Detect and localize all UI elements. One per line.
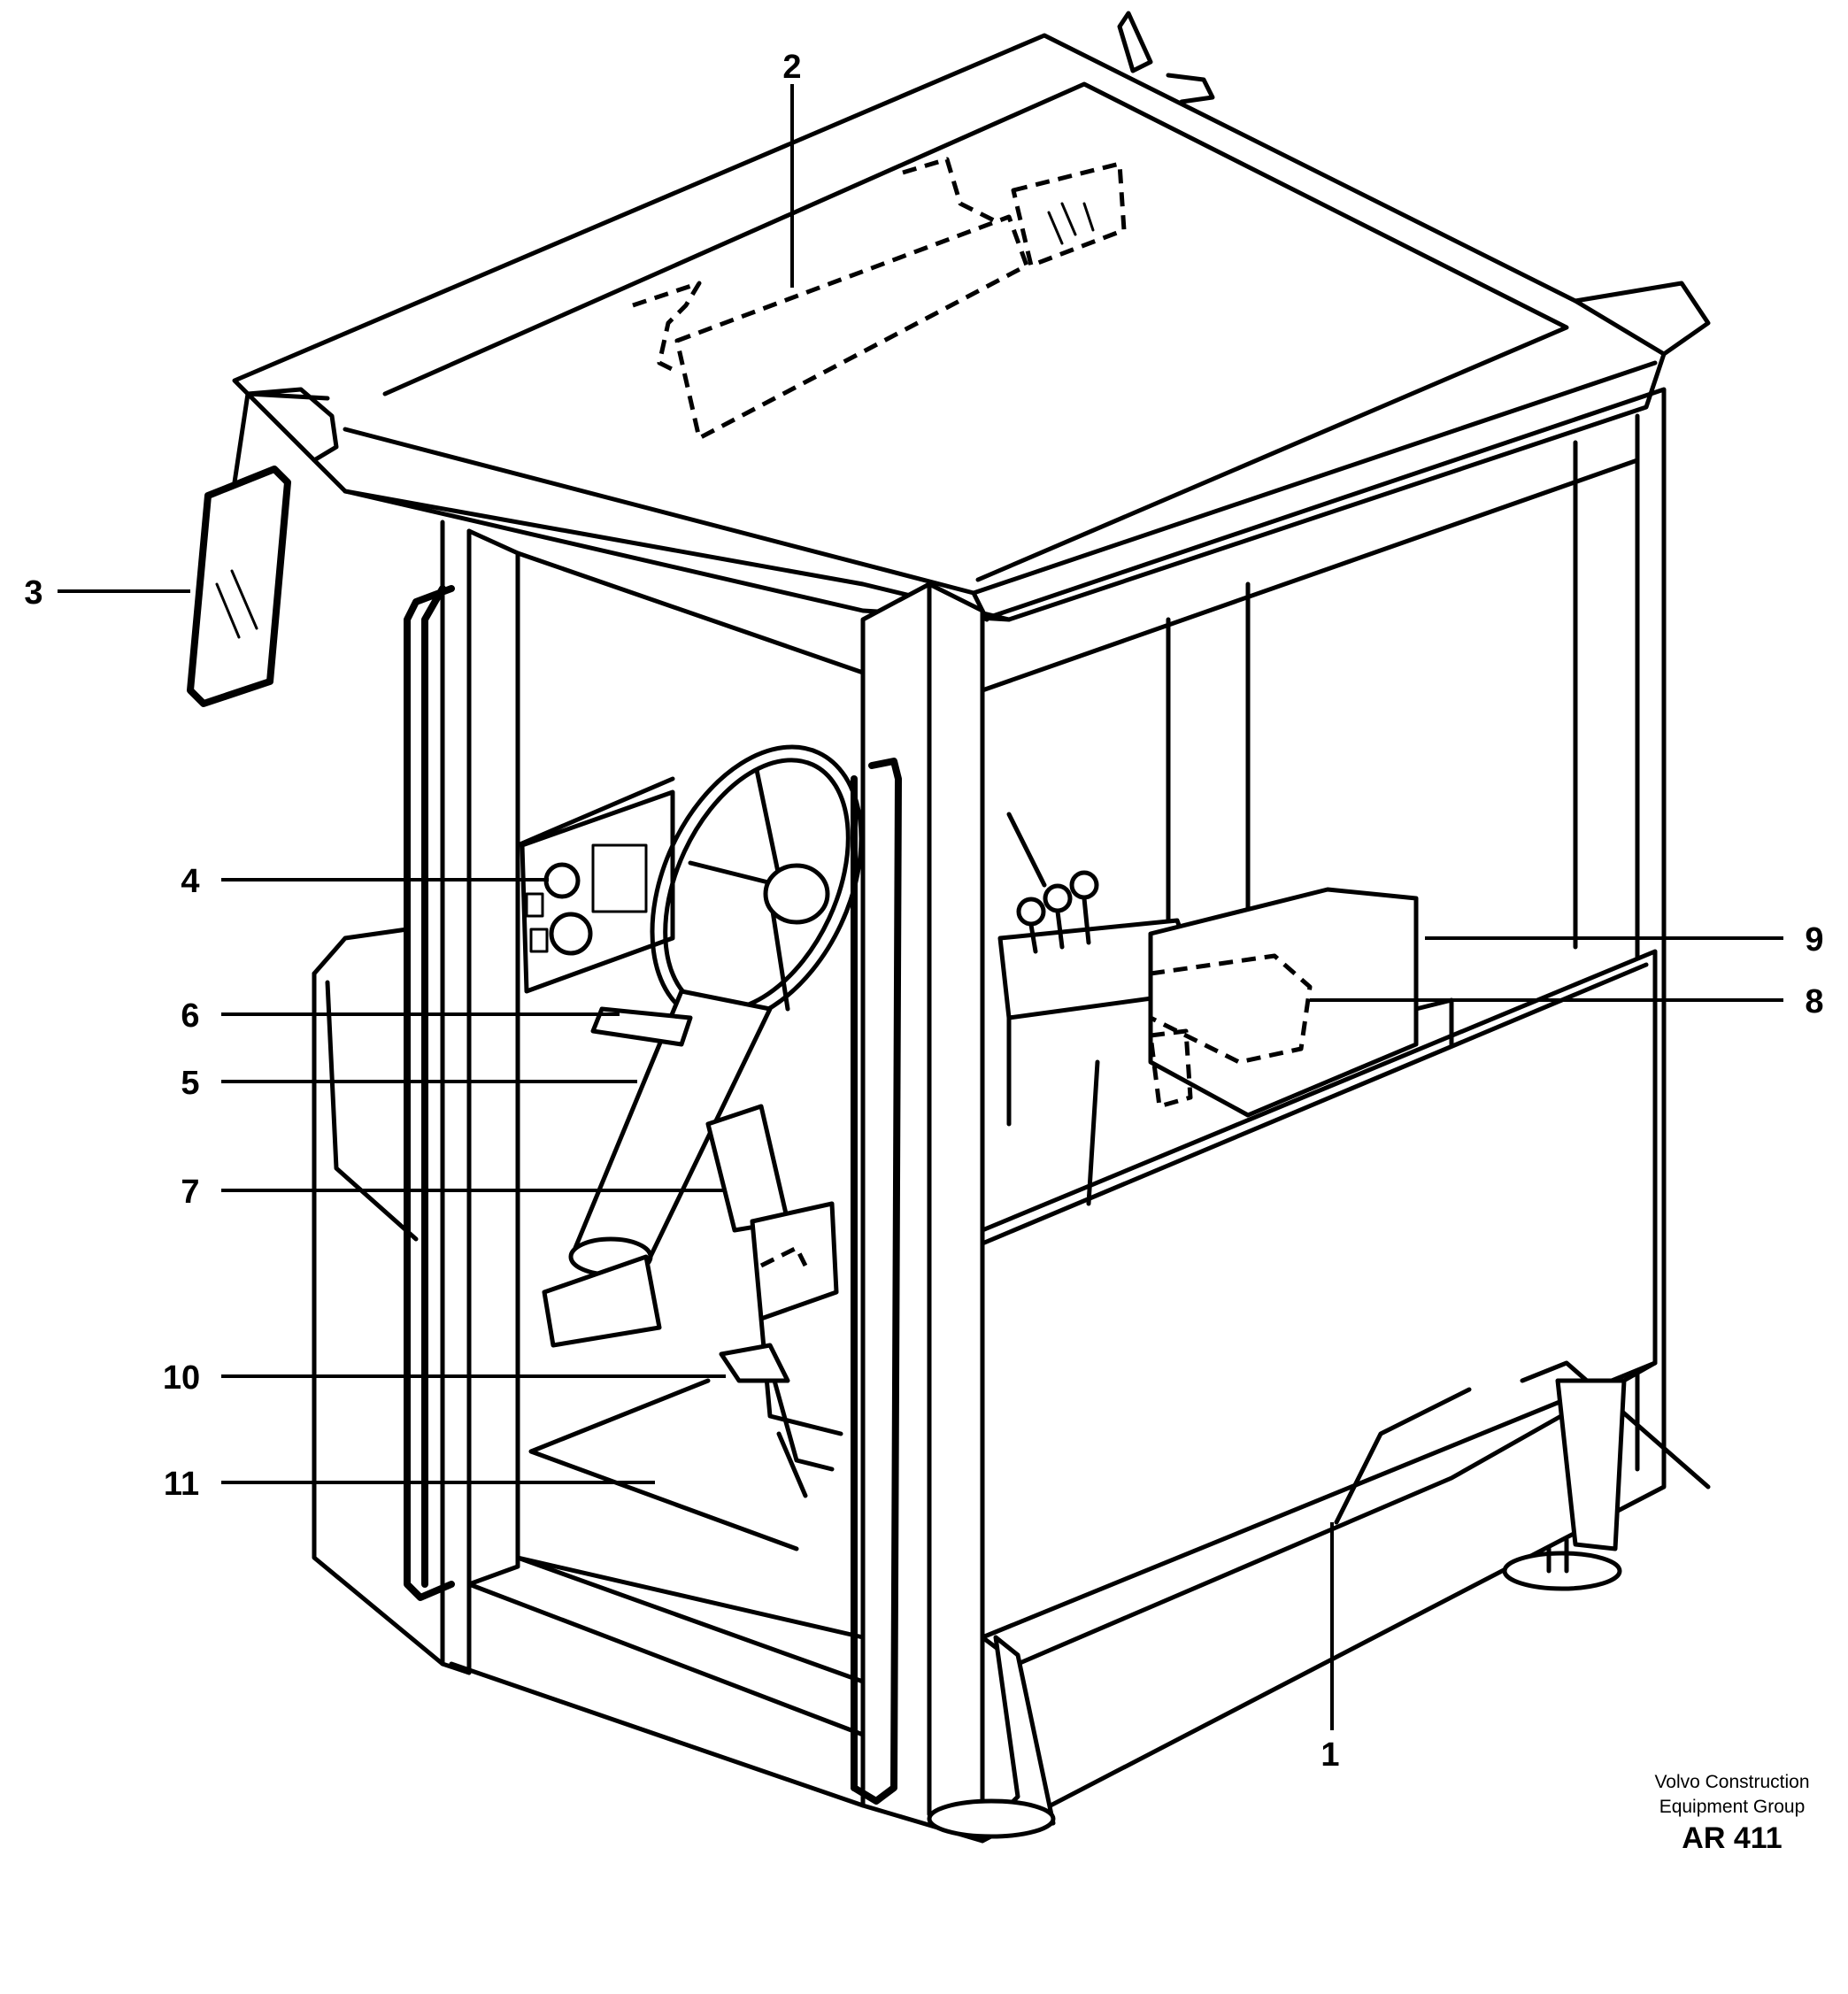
credit-line-1: Volvo Construction — [1654, 1772, 1809, 1792]
rear-view-mirror — [187, 387, 339, 707]
cab-interior — [515, 744, 1454, 1551]
drawing-code: AR 411 — [1682, 1821, 1782, 1855]
callout-10: 10 — [163, 1359, 200, 1397]
credit-block: Volvo Construction Equipment Group AR 41… — [1654, 1772, 1809, 1855]
callout-2: 2 — [782, 49, 801, 86]
callout-3: 3 — [24, 574, 42, 612]
cab-roof — [232, 11, 1711, 622]
callout-4: 4 — [181, 863, 199, 900]
callout-7: 7 — [181, 1174, 199, 1211]
callout-11: 11 — [164, 1466, 199, 1503]
callout-1: 1 — [1321, 1736, 1339, 1774]
callout-6: 6 — [181, 997, 199, 1035]
callout-labels: 1 2 3 4 5 6 7 8 9 10 11 — [24, 49, 1823, 1774]
credit-line-2: Equipment Group — [1659, 1797, 1806, 1817]
callout-8: 8 — [1805, 983, 1823, 1020]
callout-9: 9 — [1805, 921, 1823, 959]
leader-lines — [58, 84, 1783, 1730]
callout-5: 5 — [181, 1065, 199, 1102]
